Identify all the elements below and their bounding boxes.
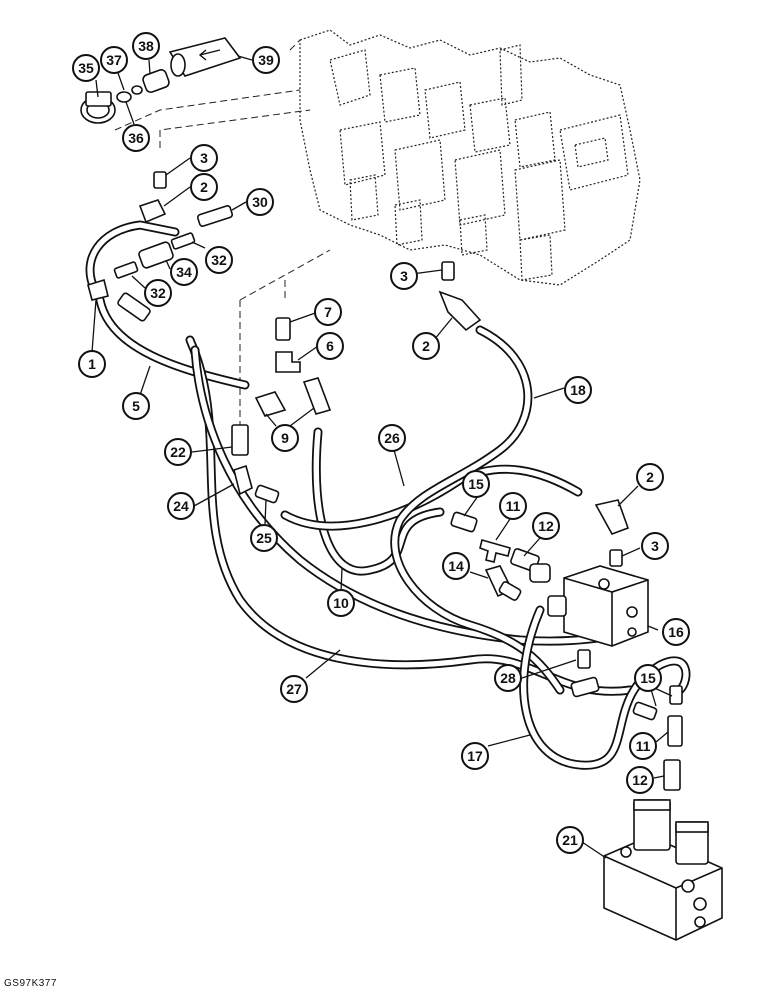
figure-code: GS97K377 bbox=[4, 978, 57, 989]
callouts: 35 37 38 39 36 3 2 30 32 34 32 1 3 7 2 6… bbox=[72, 32, 690, 854]
svg-text:26: 26 bbox=[384, 430, 400, 446]
callout-22: 22 bbox=[164, 438, 192, 466]
callout-28: 28 bbox=[494, 664, 522, 692]
svg-text:2: 2 bbox=[646, 469, 654, 485]
callout-6: 6 bbox=[316, 332, 344, 360]
callout-1: 1 bbox=[78, 350, 106, 378]
callout-36: 36 bbox=[122, 124, 150, 152]
svg-text:3: 3 bbox=[400, 268, 408, 284]
callout-15-b: 15 bbox=[634, 664, 662, 692]
callout-9: 9 bbox=[271, 424, 299, 452]
svg-text:11: 11 bbox=[636, 738, 651, 754]
callout-37: 37 bbox=[100, 46, 128, 74]
svg-text:11: 11 bbox=[506, 498, 521, 514]
svg-text:34: 34 bbox=[176, 264, 192, 280]
callout-3-mid: 3 bbox=[390, 262, 418, 290]
callout-3-top: 3 bbox=[190, 144, 218, 172]
callout-16: 16 bbox=[662, 618, 690, 646]
svg-text:2: 2 bbox=[422, 338, 430, 354]
control-valve-bank bbox=[299, 29, 641, 286]
svg-text:37: 37 bbox=[106, 52, 122, 68]
svg-text:32: 32 bbox=[150, 285, 166, 301]
callout-27: 27 bbox=[280, 675, 308, 703]
svg-text:6: 6 bbox=[326, 338, 334, 354]
callout-2-top: 2 bbox=[190, 173, 218, 201]
callout-32-b: 32 bbox=[144, 279, 172, 307]
svg-text:36: 36 bbox=[128, 130, 144, 146]
callout-38: 38 bbox=[132, 32, 160, 60]
callout-30: 30 bbox=[246, 188, 274, 216]
callout-32-a: 32 bbox=[205, 246, 233, 274]
callout-18: 18 bbox=[564, 376, 592, 404]
svg-text:35: 35 bbox=[78, 60, 94, 76]
svg-text:14: 14 bbox=[448, 558, 464, 574]
svg-text:28: 28 bbox=[500, 670, 516, 686]
svg-text:17: 17 bbox=[467, 748, 483, 764]
callout-12-b: 12 bbox=[626, 766, 654, 794]
svg-text:15: 15 bbox=[640, 670, 656, 686]
svg-text:18: 18 bbox=[570, 382, 586, 398]
callout-10: 10 bbox=[327, 589, 355, 617]
svg-text:7: 7 bbox=[324, 304, 332, 320]
svg-text:27: 27 bbox=[286, 681, 302, 697]
svg-text:10: 10 bbox=[333, 595, 349, 611]
svg-text:12: 12 bbox=[632, 772, 648, 788]
svg-text:15: 15 bbox=[468, 476, 484, 492]
svg-text:5: 5 bbox=[132, 398, 140, 414]
svg-text:22: 22 bbox=[170, 444, 186, 460]
svg-text:9: 9 bbox=[281, 430, 289, 446]
svg-text:3: 3 bbox=[200, 150, 208, 166]
callout-5: 5 bbox=[122, 392, 150, 420]
callout-2-mid: 2 bbox=[412, 332, 440, 360]
callout-7: 7 bbox=[314, 298, 342, 326]
svg-text:32: 32 bbox=[211, 252, 227, 268]
svg-text:1: 1 bbox=[88, 356, 96, 372]
callout-2-right: 2 bbox=[636, 463, 664, 491]
callout-21: 21 bbox=[556, 826, 584, 854]
callout-11-a: 11 bbox=[499, 492, 527, 520]
svg-text:3: 3 bbox=[651, 538, 659, 554]
callout-12-a: 12 bbox=[532, 512, 560, 540]
callout-3-right: 3 bbox=[641, 532, 669, 560]
callout-14: 14 bbox=[442, 552, 470, 580]
svg-text:16: 16 bbox=[668, 624, 684, 640]
svg-text:2: 2 bbox=[200, 179, 208, 195]
callout-17: 17 bbox=[461, 742, 489, 770]
svg-text:30: 30 bbox=[252, 194, 268, 210]
svg-text:38: 38 bbox=[138, 38, 154, 54]
callout-24: 24 bbox=[167, 492, 195, 520]
callout-15-a: 15 bbox=[462, 470, 490, 498]
svg-text:21: 21 bbox=[562, 832, 578, 848]
callout-11-b: 11 bbox=[629, 732, 657, 760]
valve-block-16 bbox=[529, 563, 649, 647]
svg-text:12: 12 bbox=[538, 518, 554, 534]
svg-text:24: 24 bbox=[173, 498, 189, 514]
hoses bbox=[85, 220, 691, 770]
fittings bbox=[80, 37, 683, 791]
callout-25: 25 bbox=[250, 524, 278, 552]
alignment-lines bbox=[114, 39, 331, 440]
callout-34: 34 bbox=[170, 258, 198, 286]
svg-text:39: 39 bbox=[258, 52, 274, 68]
callout-26: 26 bbox=[378, 424, 406, 452]
valve-block-21 bbox=[603, 799, 723, 941]
callout-39: 39 bbox=[252, 46, 280, 74]
callout-35: 35 bbox=[72, 54, 100, 82]
svg-text:25: 25 bbox=[256, 530, 272, 546]
leader-lines bbox=[91, 55, 673, 859]
